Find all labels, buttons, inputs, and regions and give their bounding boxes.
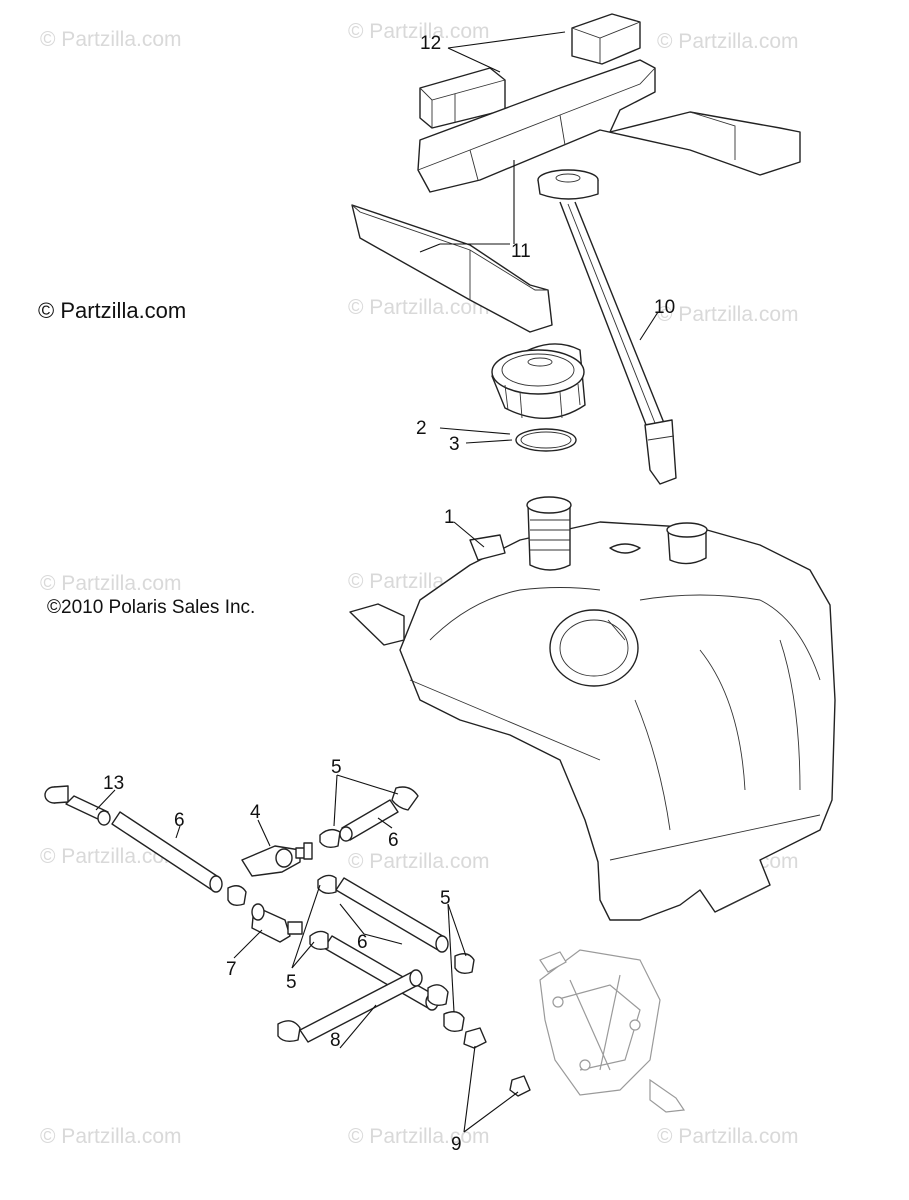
hose-clamp-5: [227, 828, 475, 1033]
check-valve: [251, 903, 303, 943]
watermark: © Partzilla.com: [657, 1125, 799, 1148]
fuel-cap: [491, 343, 586, 419]
callout-6a: 6: [174, 810, 185, 831]
o-ring: [515, 428, 577, 452]
fuel-tank: [349, 496, 836, 921]
leader-lines: [95, 31, 659, 1133]
watermark: © Partzilla.com: [40, 1125, 182, 1148]
callout-13: 13: [103, 773, 124, 794]
callout-2: 2: [416, 418, 427, 439]
callout-4: 4: [250, 802, 261, 823]
copyright-site: © Partzilla.com: [38, 298, 187, 323]
callout-6c: 6: [357, 932, 368, 953]
callout-1: 1: [444, 507, 455, 528]
watermark: © Partzilla.com: [657, 303, 799, 326]
callout-labels: 1 2 3 4 5 5 5 6 6 6 7 8 9 10 11 12 13: [103, 33, 675, 1155]
callout-10: 10: [654, 297, 675, 318]
watermark: © Partzilla.com: [40, 28, 182, 51]
watermark: © Partzilla.com: [348, 850, 490, 873]
callout-5a: 5: [331, 757, 342, 778]
tee-fitting: [241, 842, 313, 877]
watermark: © Partzilla.com: [348, 20, 490, 43]
hose-6-upper: [339, 786, 419, 842]
callout-5c: 5: [440, 888, 451, 909]
watermark: © Partzilla.com: [348, 296, 490, 319]
callout-9: 9: [451, 1134, 462, 1155]
callout-11: 11: [511, 241, 531, 262]
watermark: © Partzilla.com: [657, 30, 799, 53]
hose-8: [277, 969, 449, 1043]
callout-7: 7: [226, 959, 237, 980]
watermark: © Partzilla.com: [348, 1125, 490, 1148]
hose-clamp-13: [44, 785, 69, 804]
callout-5b: 5: [286, 972, 297, 993]
support-bracket: [351, 59, 801, 333]
callout-3: 3: [449, 434, 460, 455]
copyright-oem: ©2010 Polaris Sales Inc.: [47, 597, 256, 618]
callout-6b: 6: [388, 830, 399, 851]
fuel-pump-reference: [539, 949, 686, 1113]
watermark: © Partzilla.com: [40, 845, 182, 868]
watermark: © Partzilla.com: [40, 572, 182, 595]
callout-12: 12: [420, 33, 441, 54]
fuel-level-sender: [537, 169, 677, 485]
hose-6-left: [65, 795, 223, 893]
fitting-9: [463, 1027, 531, 1097]
callout-8: 8: [330, 1030, 341, 1051]
